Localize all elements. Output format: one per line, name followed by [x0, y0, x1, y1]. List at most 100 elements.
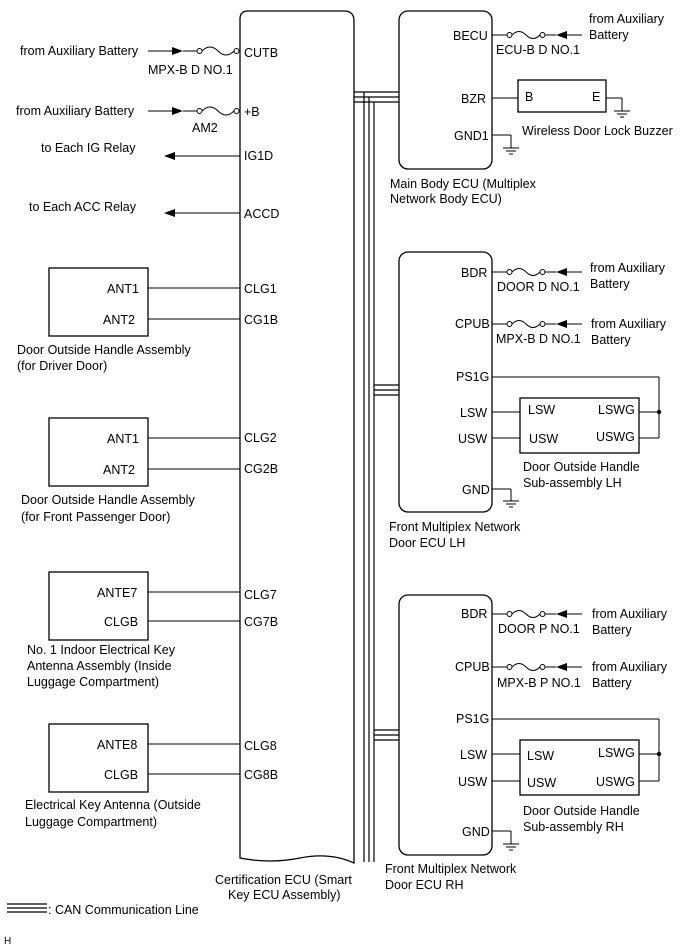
- arrow-ig1d: [164, 152, 175, 160]
- indoor-antenna-name-2: Antenna Assembly (Inside: [27, 659, 172, 673]
- pin-clg7: CLG7: [244, 588, 277, 602]
- handle-sub-rh-pin-uswg: USWG: [596, 775, 635, 789]
- handle-sub-rh-pin-lsw: LSW: [527, 749, 554, 763]
- ground-lh-icon: [503, 500, 519, 508]
- pin-clg2: CLG2: [244, 431, 277, 445]
- certification-ecu-name-2: Key ECU Assembly): [228, 888, 341, 902]
- door-ecu-lh-pin-cpub: CPUB: [455, 317, 490, 331]
- ground-gnd1-icon: [503, 147, 519, 155]
- fuse-mpx-b-p-no1-icon: [506, 663, 546, 671]
- pin-cg8b: CG8B: [244, 768, 278, 782]
- door-ecu-lh-pin-usw: USW: [458, 432, 487, 446]
- arrow-cutb: [172, 47, 183, 55]
- handle-sub-lh-name-2: Sub-assembly LH: [523, 476, 622, 490]
- ground-buzzer-icon: [614, 110, 630, 118]
- fuse-label-1: MPX-B D NO.1: [148, 63, 233, 77]
- pin-cg1b: CG1B: [244, 313, 278, 327]
- main-body-ecu-fuse: ECU-B D NO.1: [496, 43, 580, 57]
- handle-sub-lh-pin-lsw: LSW: [528, 403, 555, 417]
- handle-sub-rh-name-2: Sub-assembly RH: [523, 820, 624, 834]
- pin-accd: ACCD: [244, 207, 279, 221]
- door-ecu-rh-aux-2b: Battery: [592, 676, 632, 690]
- indoor-antenna-name-1: No. 1 Indoor Electrical Key: [27, 643, 176, 657]
- door-ecu-lh-pin-gnd: GND: [462, 483, 490, 497]
- door-handle-passenger-pin1: ANT1: [107, 432, 139, 446]
- pin-clg8: CLG8: [244, 739, 277, 753]
- main-body-ecu-aux-1: from Auxiliary: [589, 12, 665, 26]
- arrow-lh-cpub: [556, 320, 567, 328]
- handle-sub-lh-pin-usw: USW: [529, 432, 558, 446]
- outside-antenna-pin1: ANTE8: [97, 738, 137, 752]
- can-line-legend-icon: [7, 903, 47, 913]
- door-ecu-rh-box: [398, 594, 493, 856]
- door-ecu-lh-fuse-cpub: MPX-B D NO.1: [496, 332, 581, 346]
- ig-relay-label: to Each IG Relay: [41, 141, 136, 155]
- door-ecu-lh-aux-1b: Battery: [590, 277, 630, 291]
- main-body-ecu-pin-bzr: BZR: [461, 92, 486, 106]
- fuse-door-p-no1-icon: [506, 610, 546, 618]
- pin-cutb: CUTB: [244, 46, 278, 60]
- handle-sub-lh-name-1: Door Outside Handle: [523, 460, 640, 474]
- outside-antenna-name-2: Luggage Compartment): [25, 815, 157, 829]
- buzzer-pin-e: E: [592, 90, 600, 104]
- door-ecu-rh-aux-2a: from Auxiliary: [592, 660, 668, 674]
- buzzer-box: [517, 79, 607, 113]
- arrow-rh-cpub: [556, 663, 567, 671]
- main-body-ecu-name-1: Main Body ECU (Multiplex: [390, 177, 537, 191]
- main-body-ecu-pin-becu: BECU: [453, 29, 488, 43]
- aux-battery-label-1: from Auxiliary Battery: [20, 44, 139, 58]
- door-ecu-rh-aux-1b: Battery: [592, 623, 632, 637]
- indoor-antenna-pin2: CLGB: [104, 615, 138, 629]
- aux-battery-label-2: from Auxiliary Battery: [16, 104, 135, 118]
- certification-ecu-box: [239, 10, 355, 865]
- door-ecu-rh-pin-cpub: CPUB: [455, 660, 490, 674]
- door-handle-passenger-name-1: Door Outside Handle Assembly: [21, 493, 195, 507]
- ground-rh-icon: [503, 843, 519, 851]
- junction-lh: [656, 409, 662, 415]
- arrow-accd: [164, 209, 175, 217]
- door-ecu-lh-aux-2b: Battery: [591, 333, 631, 347]
- handle-sub-lh-pin-lswg: LSWG: [598, 403, 635, 417]
- main-body-ecu-box: [398, 10, 493, 170]
- door-ecu-rh-pin-gnd: GND: [462, 825, 490, 839]
- handle-sub-rh-pin-lswg: LSWG: [598, 746, 635, 760]
- pin-cg7b: CG7B: [244, 615, 278, 629]
- door-handle-passenger-name-2: (for Front Passenger Door): [21, 510, 170, 524]
- door-ecu-rh-aux-1a: from Auxiliary: [592, 607, 668, 621]
- door-ecu-lh-name-2: Door ECU LH: [389, 536, 465, 550]
- junction-rh: [656, 751, 662, 757]
- arrow-rh-bdr: [556, 610, 567, 618]
- door-handle-driver-box: [48, 267, 149, 337]
- certification-ecu-name-1: Certification ECU (Smart: [215, 873, 352, 887]
- can-bus: [354, 91, 399, 862]
- handle-sub-rh-pin-usw: USW: [527, 776, 556, 790]
- indoor-antenna-pin1: ANTE7: [97, 586, 137, 600]
- door-handle-driver-name-2: (for Driver Door): [17, 359, 107, 373]
- door-ecu-rh-pin-ps1g: PS1G: [456, 712, 489, 726]
- fuse-mpx-b-d-no1-lh-icon: [506, 320, 546, 328]
- fuse-door-d-no1-icon: [506, 268, 546, 276]
- handle-sub-lh-box: [519, 397, 640, 454]
- door-ecu-lh-fuse-bdr: DOOR D NO.1: [497, 280, 580, 294]
- outside-antenna-pin2: CLGB: [104, 768, 138, 782]
- outside-antenna-name-1: Electrical Key Antenna (Outside: [25, 798, 201, 812]
- buzzer-name: Wireless Door Lock Buzzer: [522, 124, 673, 138]
- pin-ig1d: IG1D: [244, 149, 273, 163]
- door-handle-driver-name-1: Door Outside Handle Assembly: [17, 343, 191, 357]
- pin-clg1: CLG1: [244, 282, 277, 296]
- main-body-ecu-name-2: Network Body ECU): [390, 192, 502, 206]
- buzzer-pin-b: B: [525, 90, 533, 104]
- pin-cg2b: CG2B: [244, 462, 278, 476]
- main-body-ecu-pin-gnd1: GND1: [454, 129, 489, 143]
- door-ecu-lh-pin-bdr: BDR: [461, 266, 487, 280]
- fuse-ecu-b-d-no1-icon: [506, 31, 546, 39]
- door-ecu-lh-pin-ps1g: PS1G: [456, 370, 489, 384]
- door-ecu-lh-aux-1a: from Auxiliary: [590, 261, 666, 275]
- door-handle-driver-pin1: ANT1: [107, 282, 139, 296]
- fuse-label-am2: AM2: [192, 121, 218, 135]
- indoor-antenna-name-3: Luggage Compartment): [27, 675, 159, 689]
- door-ecu-rh-pin-bdr: BDR: [461, 607, 487, 621]
- door-ecu-rh-pin-lsw: LSW: [460, 748, 487, 762]
- corner-mark: H: [4, 936, 11, 947]
